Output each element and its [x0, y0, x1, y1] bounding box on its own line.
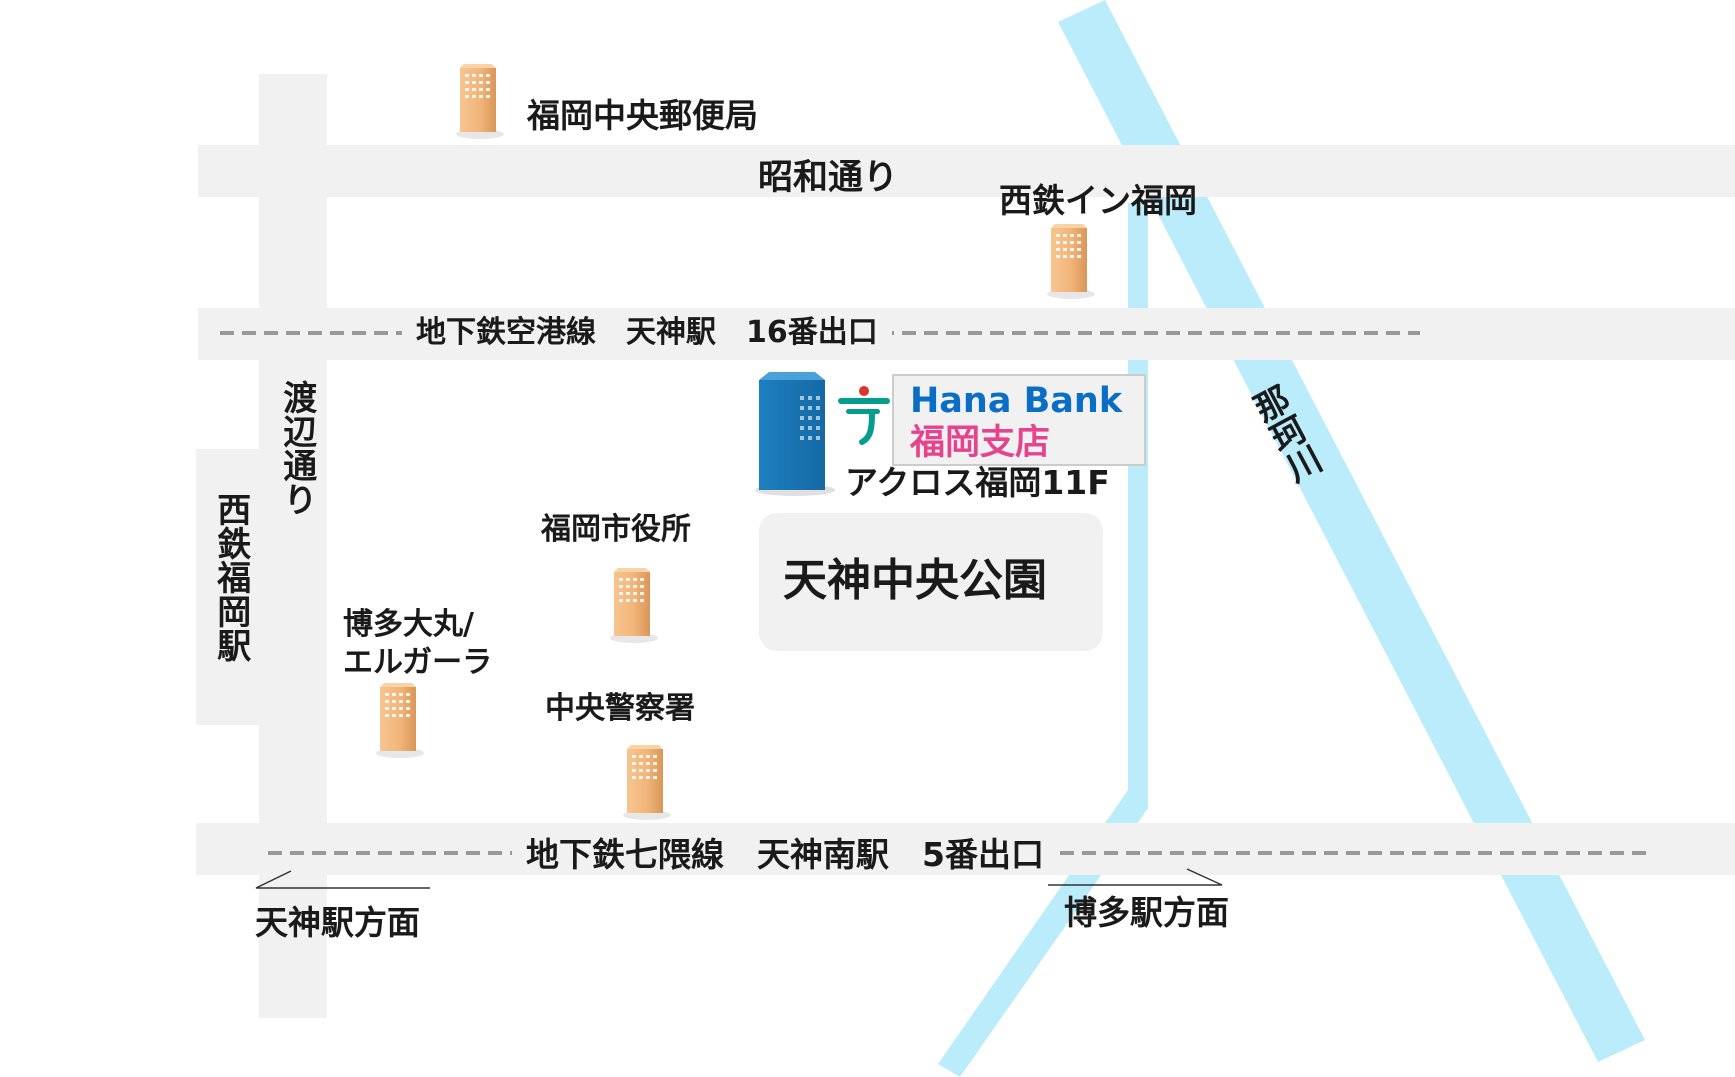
building-icon [623, 745, 671, 820]
label-city-hall: 福岡市役所 [541, 512, 691, 547]
label-post-office: 福岡中央郵便局 [527, 96, 758, 135]
label-police: 中央警察署 [545, 691, 695, 726]
label-direction-hakata: 博多駅方面 [1064, 893, 1229, 932]
label-direction-tenjin: 天神駅方面 [255, 903, 420, 942]
road-showa [198, 145, 1735, 197]
hana-bank-name: Hana Bank [910, 381, 1123, 421]
station-block [196, 449, 260, 725]
building-icon [1047, 224, 1095, 299]
label-showa-street: 昭和通り [758, 158, 899, 198]
direction-pointers [255, 868, 1223, 889]
park-tenjin-chuo: 天神中央公園 [759, 513, 1103, 651]
park-label: 天神中央公園 [783, 555, 1047, 606]
hana-logo-icon [838, 386, 890, 445]
building-icon [456, 64, 504, 139]
label-nanakuma-line: 地下鉄七隈線 天神南駅 5番出口 [512, 838, 1058, 871]
hana-bank-branch: 福岡支店 [910, 423, 1051, 463]
label-kuko-line: 地下鉄空港線 天神駅 16番出口 [402, 318, 892, 348]
label-daimaru-1: 博多大丸/ [343, 607, 474, 642]
hana-bank-label-box[interactable]: Hana Bank 福岡支店 [892, 374, 1146, 466]
label-bank-building: アクロス福岡11F [845, 463, 1110, 502]
building-icon [610, 568, 658, 643]
label-watanabe-street: 渡辺通り [276, 380, 317, 516]
bank-building-icon [755, 372, 835, 496]
building-icon [376, 683, 424, 758]
label-nishitetsu-station: 西鉄福岡駅 [210, 492, 251, 662]
label-daimaru-2: エルガーラ [343, 645, 493, 680]
label-nishitetsu-inn: 西鉄イン福岡 [999, 181, 1197, 220]
road-watanabe [259, 74, 327, 1018]
